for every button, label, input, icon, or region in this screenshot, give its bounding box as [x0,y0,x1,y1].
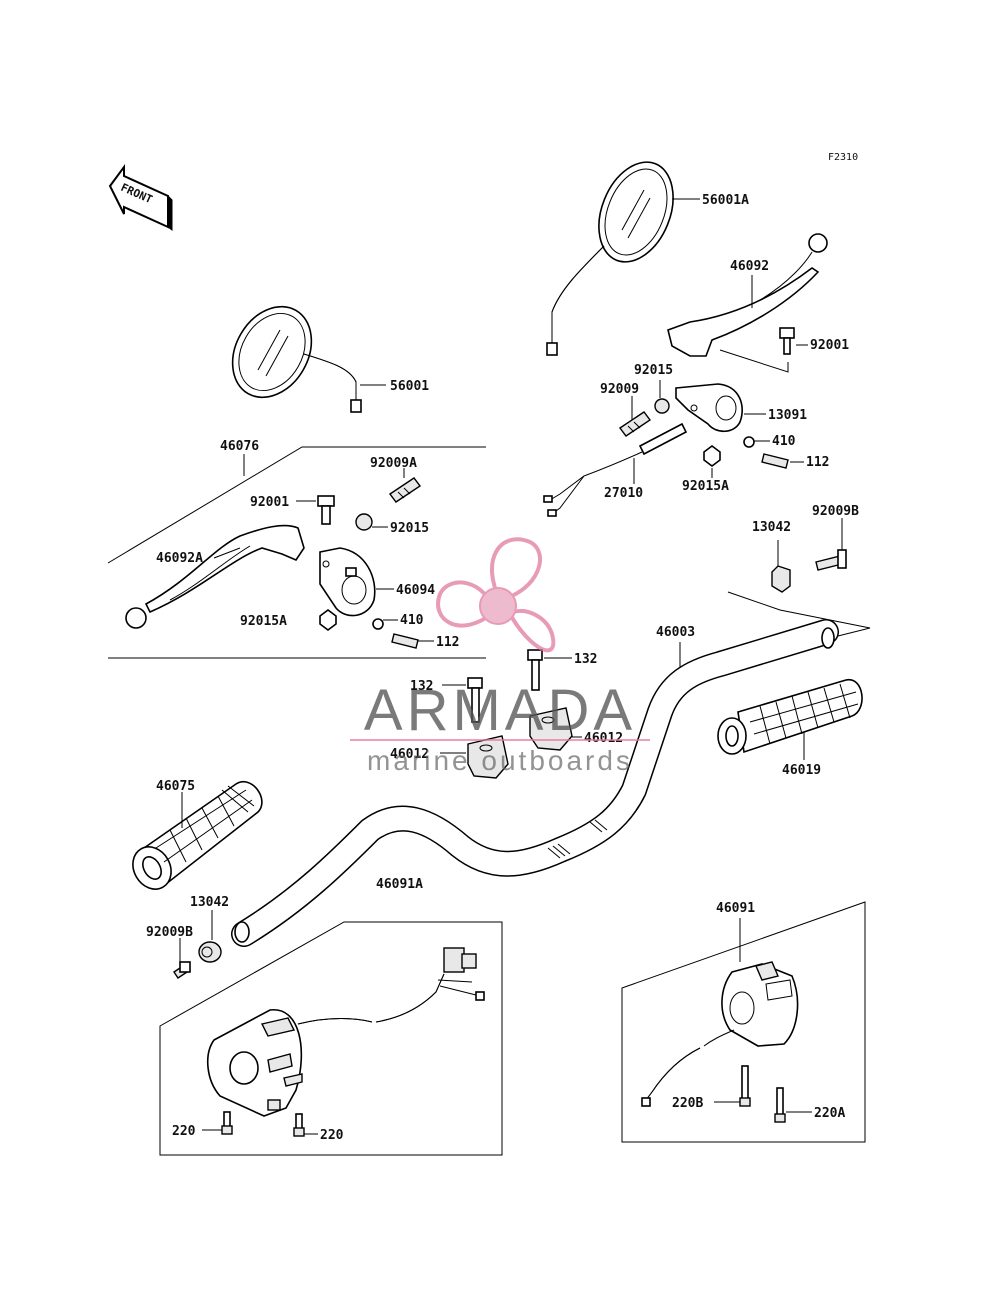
switch-housing-right [641,961,799,1107]
label-46091A: 46091A [376,877,423,892]
lever-left [125,524,305,629]
lever-right [667,233,828,357]
label-46012-left: 46012 [390,747,429,762]
screw-92009B-left [173,961,191,979]
nut-92015-right [654,398,670,414]
label-13091: 13091 [768,408,807,423]
watermark-tagline: marine outboards [367,745,633,776]
label-92009A: 92009A [370,456,417,471]
label-92009B-left: 92009B [146,925,193,940]
label-46075: 46075 [156,779,195,794]
bolt-112-right [761,453,789,469]
label-46012-right: 46012 [584,731,623,746]
washer-410-left [372,618,384,630]
label-13042-left: 13042 [190,895,229,910]
label-92009B-right: 92009B [812,504,859,519]
grip-46019-right [717,679,863,755]
bolt-92001-left [317,495,335,525]
nut-92015A-left [319,609,337,631]
label-13042-right: 13042 [752,520,791,535]
label-220-a: 220 [172,1124,196,1139]
switch-27010 [543,422,688,517]
switch-housing-left [206,947,485,1117]
label-46076: 46076 [220,439,259,454]
label-92015-right: 92015 [634,363,673,378]
assembly-bracket-46076-top [107,446,486,564]
screw-220-a [221,1111,233,1135]
label-112-left: 112 [436,635,459,650]
label-46019: 46019 [782,763,821,778]
screw-92009B-right [815,549,847,571]
label-46091: 46091 [716,901,755,916]
screw-220B [739,1065,751,1107]
clamp-46012-left [467,735,509,779]
label-220A: 220A [814,1106,845,1121]
washer-410-right [743,436,755,448]
bolt-92001-right [779,327,795,355]
label-92001-right: 92001 [810,338,849,353]
label-56001: 56001 [390,379,429,394]
label-56001A: 56001A [702,193,749,208]
mirror-right [546,161,674,356]
label-92015A-left: 92015A [240,614,287,629]
right-switch-box [621,901,866,1143]
bolt-112-left [391,633,419,649]
screw-220A [774,1087,786,1123]
nut-92015-left [355,513,373,531]
left-switch-box [159,921,503,1156]
lever-holder-right [675,383,743,433]
label-410-right: 410 [772,434,796,449]
weight-13042-right [771,565,791,593]
screw-92009-right [618,411,652,437]
label-46092: 46092 [730,259,769,274]
grip-46075-left [132,781,263,890]
label-46003: 46003 [656,625,695,640]
label-220B: 220B [672,1096,703,1111]
lever-holder-left [319,547,376,617]
label-92015-left: 92015 [390,521,429,536]
front-arrow-icon: FRONT [108,163,173,231]
label-410-left: 410 [400,613,424,628]
label-132-left: 132 [410,679,433,694]
label-46094: 46094 [396,583,435,598]
watermark-brand: ARMADA [364,678,636,743]
label-27010: 27010 [604,486,643,501]
label-92009-right: 92009 [600,382,639,397]
nut-92015A-right [703,445,721,467]
handlebar-46003 [231,619,839,947]
label-46092A: 46092A [156,551,203,566]
screw-220-b [293,1113,305,1137]
diagram-code: F2310 [828,152,858,163]
label-132-right: 132 [574,652,597,667]
label-92001-left: 92001 [250,495,289,510]
screw-92009A [388,477,422,503]
watermark-logo-icon [436,537,556,653]
label-220-b: 220 [320,1128,344,1143]
label-112-right: 112 [806,455,829,470]
label-92015A-right: 92015A [682,479,729,494]
bolt-132-left [467,677,483,723]
mirror-left [231,305,362,413]
bolt-132-right [527,649,543,691]
weight-13042-left [198,941,222,963]
